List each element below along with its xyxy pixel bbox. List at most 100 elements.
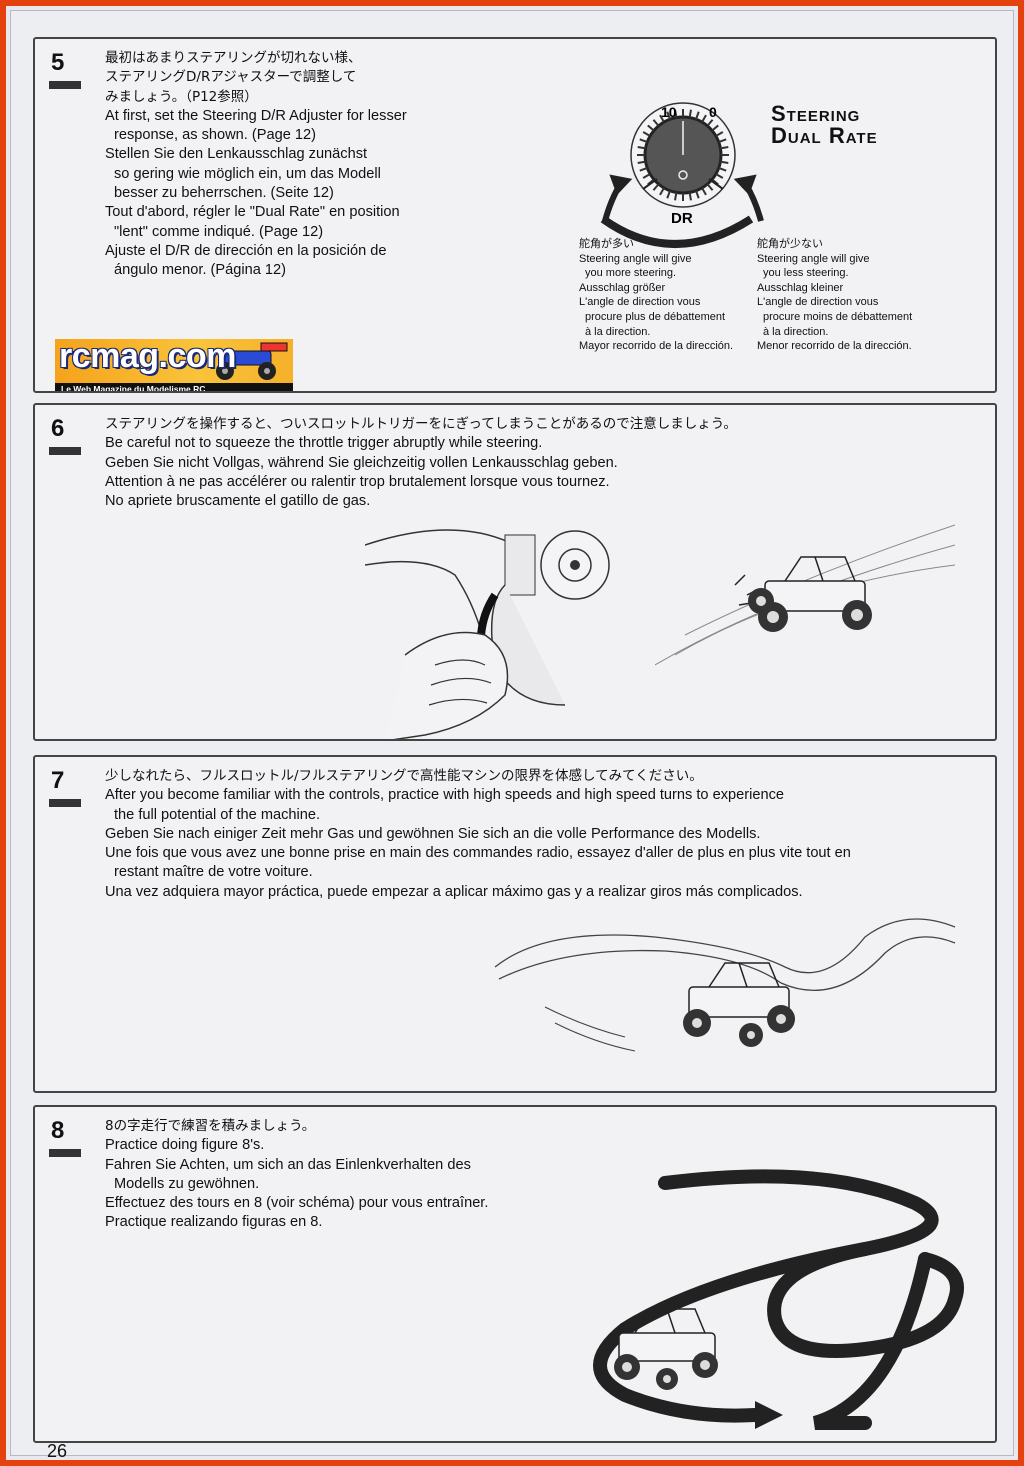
step-5-panel: 5 最初はあまりステアリングが切れない様、ステアリングD/Rアジャスターで調整し…: [33, 37, 997, 393]
text-line: you more steering.: [585, 267, 677, 280]
text-line: the full potential of the machine.: [114, 806, 321, 823]
knurl-tick: [647, 124, 655, 132]
text-line: so gering wie möglich ein, um das Modell: [114, 165, 381, 182]
buggy-icon: [683, 962, 795, 1047]
figure-eight-illustration: [593, 1169, 964, 1430]
logo-buggy-icon: [216, 342, 288, 380]
text-line: Steering angle will give: [579, 252, 692, 265]
rcmag-logo: rcmag.com Le Web Magazine du Modelisme R…: [55, 337, 293, 391]
step-6-panel: 6 ステアリングを操作すると、ついスロットルトリガーをにぎってしまうことがあるの…: [33, 403, 997, 741]
text-line: 8の字走行で練習を積みましょう。: [105, 1118, 316, 1134]
logo-tagline: Le Web Magazine du Modelisme RC: [55, 383, 293, 391]
step-text: 8の字走行で練習を積みましょう。 Practice doing figure 8'…: [105, 1117, 488, 1233]
knurl-tick: [718, 167, 727, 172]
knurl-tick: [720, 146, 729, 150]
text-line: 舵角が多い: [579, 238, 634, 250]
knurl-tick: [652, 119, 660, 127]
step-8-panel: 8 8の字走行で練習を積みましょう。 Practice doing figure …: [33, 1105, 997, 1443]
knurl-tick: [652, 183, 660, 191]
rotation-arc: [600, 215, 754, 248]
text-line: Ajuste el D/R de dirección en la posició…: [105, 242, 387, 259]
text-line: Ausschlag kleiner: [757, 281, 844, 294]
knurl-tick: [706, 119, 714, 127]
title-line-1: Steering: [771, 101, 861, 126]
step-number: 8: [51, 1117, 65, 1144]
step-marker-bar: [49, 81, 81, 89]
knurl-tick: [701, 187, 707, 196]
dial-screw: [678, 170, 688, 180]
knurl-tick: [688, 192, 692, 201]
text-line: Ausschlag größer: [579, 281, 666, 294]
text-line: Tout d'abord, régler le "Dual Rate" en p…: [105, 204, 400, 221]
text-line: Practique realizando figuras en 8.: [105, 1214, 323, 1231]
hand-icon: [385, 631, 509, 739]
text-line: ステアリングを操作すると、ついスロットルトリガーをにぎってしまうことがあるので注…: [105, 416, 737, 432]
text-line: Be careful not to squeeze the throttle t…: [105, 435, 543, 452]
dial-knurl: [637, 109, 729, 201]
text-line: à la direction.: [585, 325, 651, 338]
text-line: restant maître de votre voiture.: [114, 864, 313, 881]
knurl-tick: [642, 131, 651, 137]
step-text: 最初はあまりステアリングが切れない様、ステアリングD/Rアジャスターで調整してみ…: [105, 49, 407, 281]
knurl-tick: [711, 124, 719, 132]
knurl-tick: [666, 190, 671, 199]
direction-arrow-icon: [755, 1401, 783, 1429]
knurl-tick: [718, 138, 727, 143]
step-7-panel: 7 少しなれたら、フルスロットル/フルステアリングで高性能マシンの限界を体感して…: [33, 755, 997, 1093]
step-text: ステアリングを操作すると、ついスロットルトリガーをにぎってしまうことがあるので注…: [105, 415, 737, 511]
tick-right: [708, 178, 724, 190]
arrow-right-icon: [733, 174, 757, 196]
text-line: Geben Sie nicht Vollgas, während Sie gle…: [105, 454, 618, 471]
text-line: Mayor recorrido de la dirección.: [579, 340, 734, 353]
knurl-tick: [720, 160, 729, 164]
text-line: Steering angle will give: [757, 252, 870, 265]
knurl-tick: [637, 160, 646, 164]
transmitter-grip: [504, 534, 536, 596]
figure-eight-track: [658, 1169, 964, 1358]
track-line: [494, 918, 956, 974]
text-line: Attention à ne pas accélérer ou ralentir…: [105, 473, 610, 490]
knurl-tick: [706, 183, 714, 191]
step-number: 6: [51, 415, 65, 442]
text-line: Menor recorrido de la dirección.: [757, 340, 912, 353]
text-line: Effectuez des tours en 8 (voir schéma) p…: [105, 1195, 489, 1212]
dual-rate-dial-illustration: 10 0 DR: [600, 102, 764, 248]
title-line-2: Dual Rate: [771, 123, 878, 148]
page-inner: 5 最初はあまりステアリングが切れない様、ステアリングD/Rアジャスターで調整し…: [10, 10, 1014, 1461]
text-line: besser zu beherrschen. (Seite 12): [114, 185, 334, 202]
transmitter-hand-illustration: [365, 529, 610, 739]
step-marker-bar: [49, 799, 81, 807]
knurl-tick: [674, 192, 678, 201]
logo-text: rcmag.com: [59, 337, 236, 375]
knurl-tick: [701, 114, 707, 123]
knurl-tick: [715, 131, 724, 137]
buggy-icon: [614, 1308, 718, 1390]
text-line: Una vez adquiera mayor práctica, puede e…: [105, 883, 803, 900]
knurl-tick: [659, 114, 665, 123]
text-line: procure plus de débattement: [585, 310, 726, 323]
knurl-tick: [639, 138, 648, 143]
text-line: Geben Sie nach einiger Zeit mehr Gas und…: [105, 825, 761, 842]
text-line: ステアリングD/Rアジャスターで調整して: [105, 69, 357, 86]
caption-more-steering: 舵角が多い Steering angle will give you more st…: [579, 237, 733, 354]
text-line: response, as shown. (Page 12): [114, 127, 316, 144]
text-line: you less steering.: [763, 267, 849, 280]
text-line: à la direction.: [763, 325, 829, 338]
step-number: 5: [51, 49, 65, 76]
step-text: 少しなれたら、フルスロットル/フルステアリングで高性能マシンの限界を体感してみて…: [105, 767, 851, 902]
text-line: After you become familiar with the contr…: [105, 787, 784, 804]
step-marker-bar: [49, 1149, 81, 1157]
knurl-tick: [637, 146, 646, 150]
dial-label-0: 0: [709, 104, 717, 120]
buggy-icon: [748, 556, 872, 632]
steering-dual-rate-title: Steering Dual Rate: [771, 103, 878, 147]
knurl-tick: [695, 190, 700, 199]
knurl-tick: [674, 109, 678, 118]
text-line: Stellen Sie den Lenkausschlag zunächst: [105, 146, 368, 163]
knurl-tick: [659, 187, 665, 196]
text-line: Practice doing figure 8's.: [105, 1137, 265, 1154]
arrow-left-icon: [609, 174, 633, 196]
dial-label-dr: DR: [671, 210, 693, 227]
knurl-tick: [639, 167, 648, 172]
